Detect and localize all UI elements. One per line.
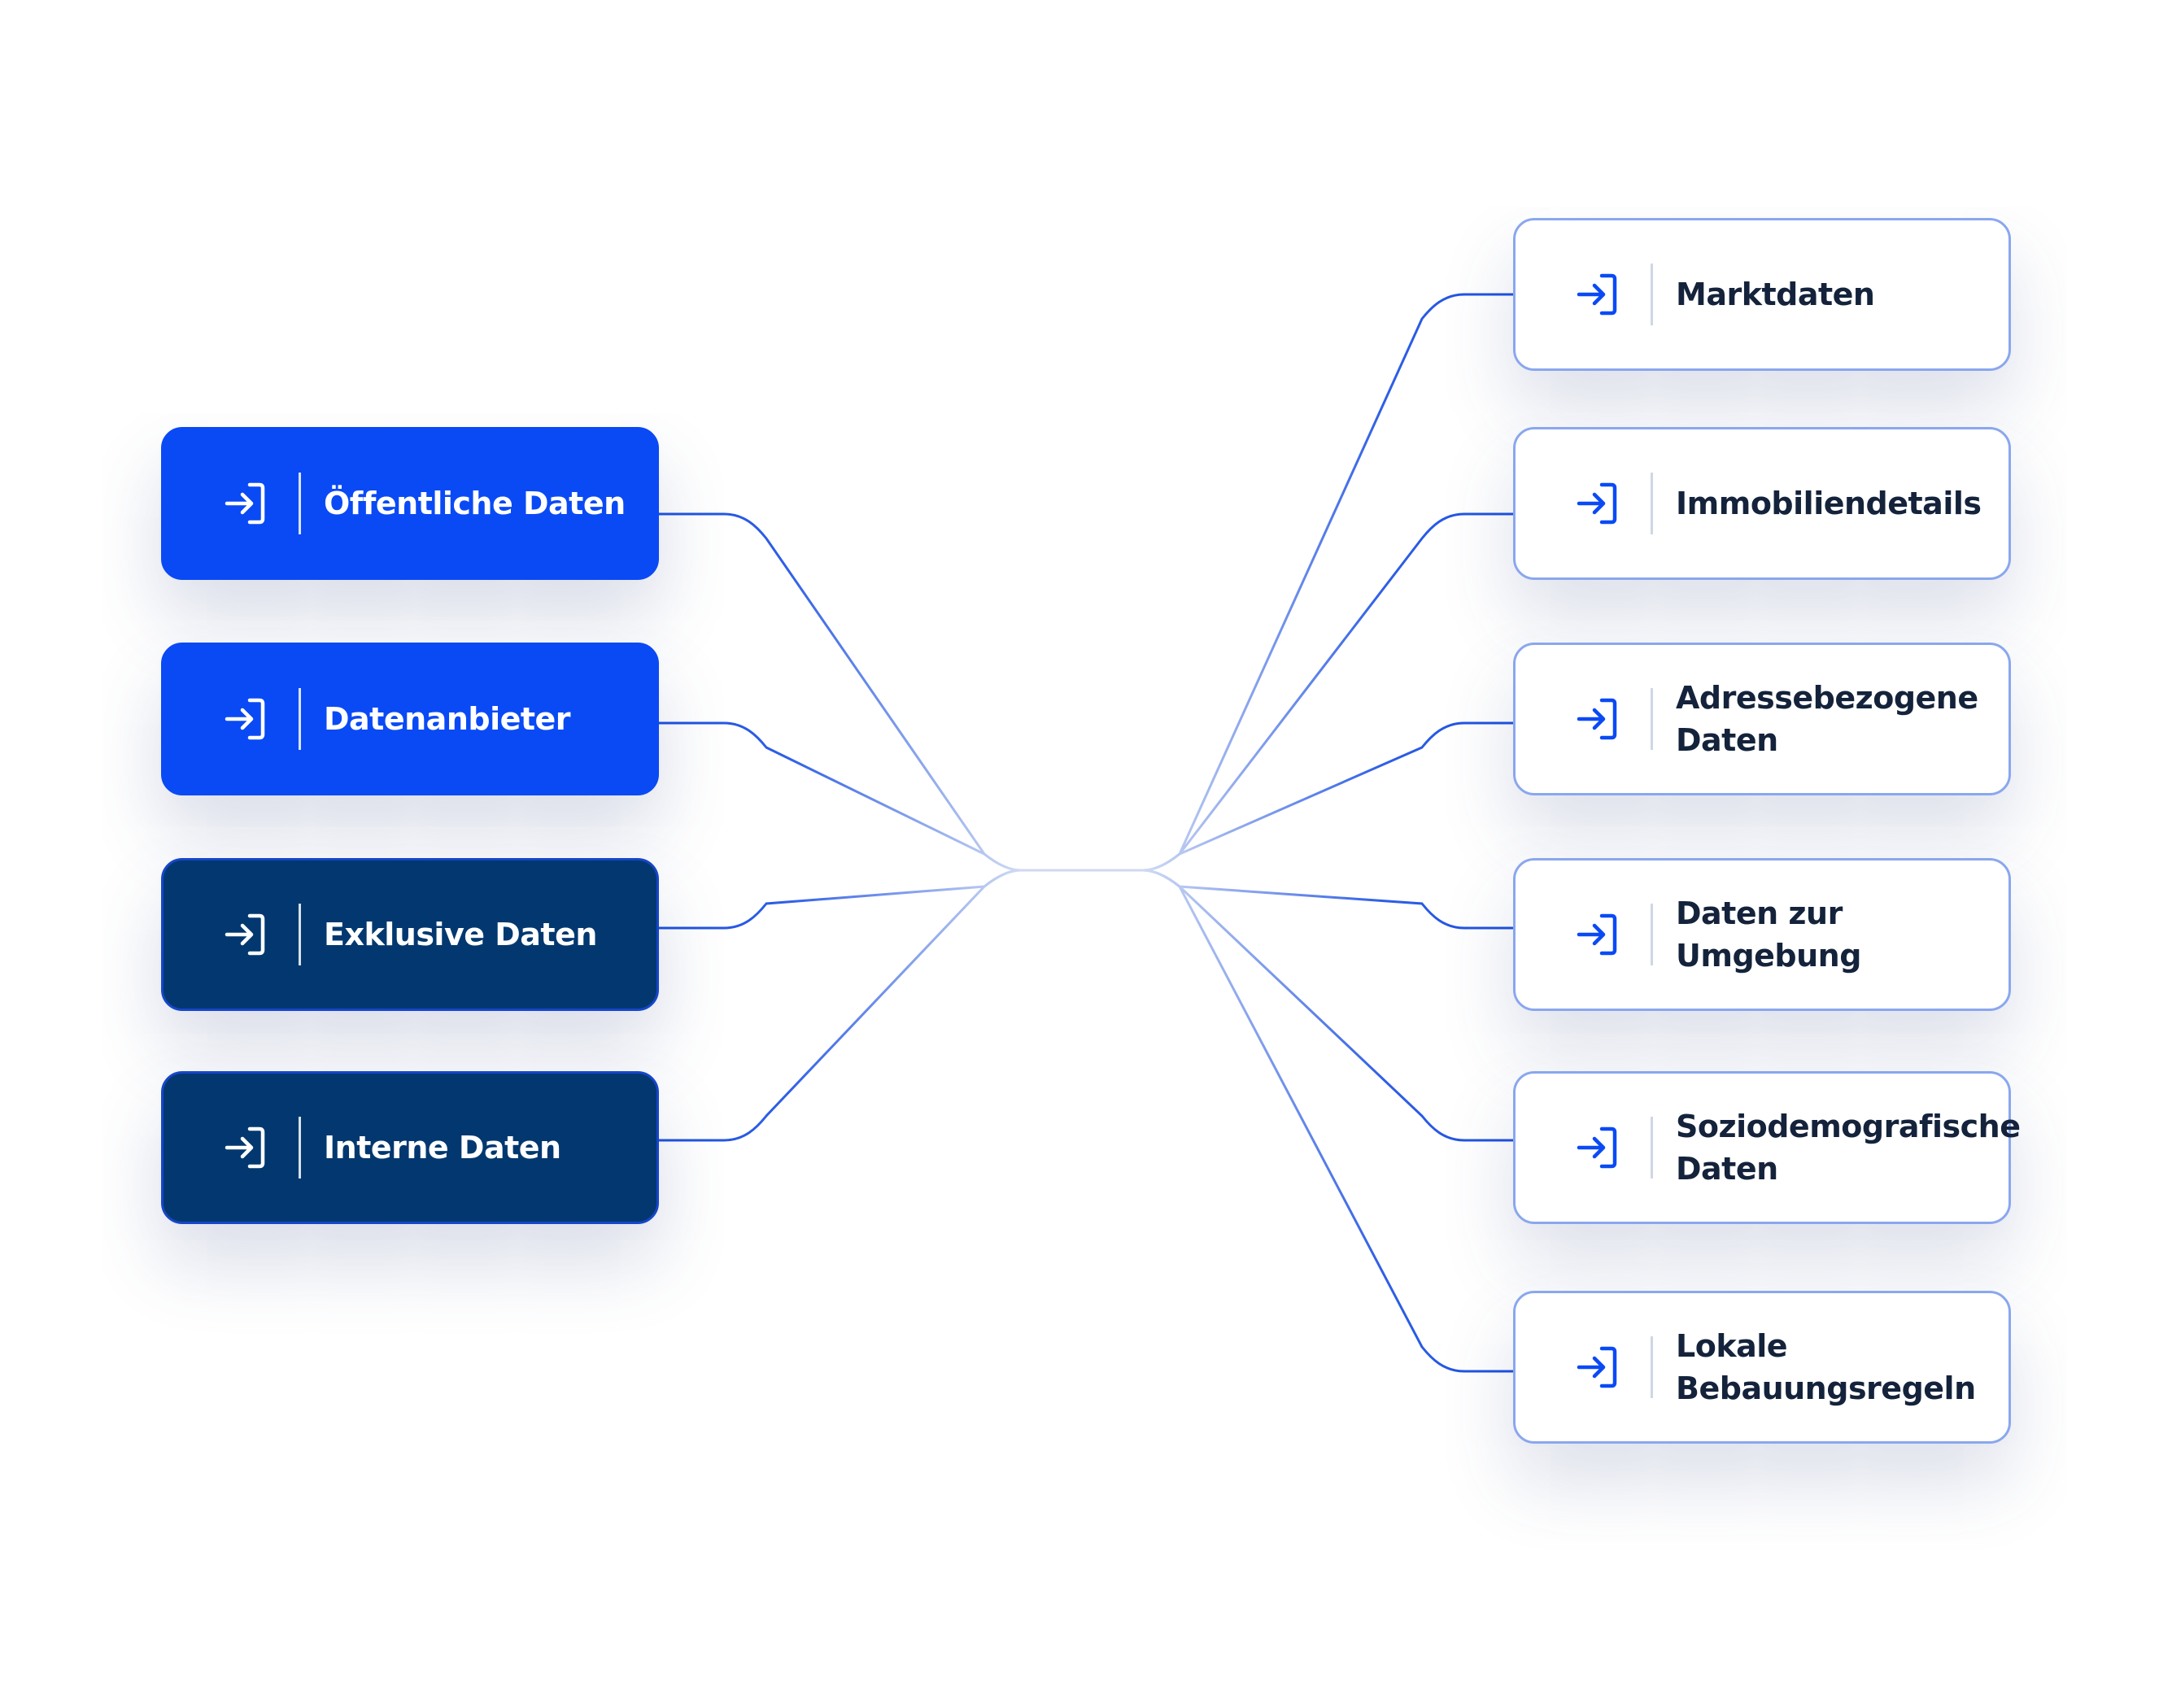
divider bbox=[1651, 1336, 1653, 1398]
divider bbox=[299, 473, 301, 534]
source-label: Interne Daten bbox=[324, 1130, 561, 1166]
output-label: Soziodemografische Daten bbox=[1676, 1109, 2021, 1187]
source-node-exklusive-daten[interactable]: Exklusive Daten bbox=[161, 858, 659, 1011]
login-arrow-icon bbox=[1574, 1124, 1621, 1171]
output-label: Marktdaten bbox=[1676, 277, 1875, 312]
connector-line-left-1 bbox=[659, 721, 1022, 872]
divider bbox=[1651, 264, 1653, 325]
source-label: Öffentliche Daten bbox=[324, 486, 626, 521]
login-arrow-icon bbox=[222, 1124, 269, 1171]
output-label: Immobiliendetails bbox=[1676, 486, 1982, 521]
connector-line-right-3 bbox=[1142, 869, 1513, 930]
divider bbox=[299, 688, 301, 750]
connector-line-right-1 bbox=[1142, 512, 1513, 872]
source-node-oeffentliche-daten[interactable]: Öffentliche Daten bbox=[161, 427, 659, 580]
divider bbox=[1651, 473, 1653, 534]
source-node-datenanbieter[interactable]: Datenanbieter bbox=[161, 643, 659, 795]
divider bbox=[1651, 688, 1653, 750]
connector-line-left-2 bbox=[659, 869, 1022, 930]
divider bbox=[1651, 1117, 1653, 1179]
connector-line-right-4 bbox=[1142, 869, 1513, 1142]
login-arrow-icon bbox=[1574, 480, 1621, 527]
source-label: Datenanbieter bbox=[324, 701, 571, 737]
connector-line-right-5 bbox=[1142, 869, 1513, 1373]
output-label: Adressebezogene Daten bbox=[1676, 680, 1978, 758]
connector-line-left-3 bbox=[659, 869, 1022, 1142]
login-arrow-icon bbox=[1574, 695, 1621, 743]
output-node-immobiliendetails[interactable]: Immobiliendetails bbox=[1513, 427, 2011, 580]
output-node-adressebezogene-daten[interactable]: Adressebezogene Daten bbox=[1513, 643, 2011, 795]
login-arrow-icon bbox=[222, 480, 269, 527]
output-label: Lokale Bebauungsregeln bbox=[1676, 1328, 1976, 1406]
output-node-daten-zur-umgebung[interactable]: Daten zur Umgebung bbox=[1513, 858, 2011, 1011]
source-label: Exklusive Daten bbox=[324, 917, 597, 952]
output-label: Daten zur Umgebung bbox=[1676, 895, 1861, 974]
login-arrow-icon bbox=[1574, 911, 1621, 958]
source-node-interne-daten[interactable]: Interne Daten bbox=[161, 1071, 659, 1224]
output-node-soziodemografische-daten[interactable]: Soziodemografische Daten bbox=[1513, 1071, 2021, 1224]
output-node-lokale-bebauungsregeln[interactable]: Lokale Bebauungsregeln bbox=[1513, 1291, 2011, 1444]
divider bbox=[299, 904, 301, 965]
divider bbox=[299, 1117, 301, 1179]
login-arrow-icon bbox=[1574, 1344, 1621, 1391]
login-arrow-icon bbox=[222, 695, 269, 743]
connector-line-right-2 bbox=[1142, 721, 1513, 872]
login-arrow-icon bbox=[222, 911, 269, 958]
divider bbox=[1651, 904, 1653, 965]
connector-line-right-0 bbox=[1142, 293, 1513, 872]
connector-line-left-0 bbox=[659, 512, 1022, 872]
output-node-marktdaten[interactable]: Marktdaten bbox=[1513, 218, 2011, 371]
login-arrow-icon bbox=[1574, 271, 1621, 318]
